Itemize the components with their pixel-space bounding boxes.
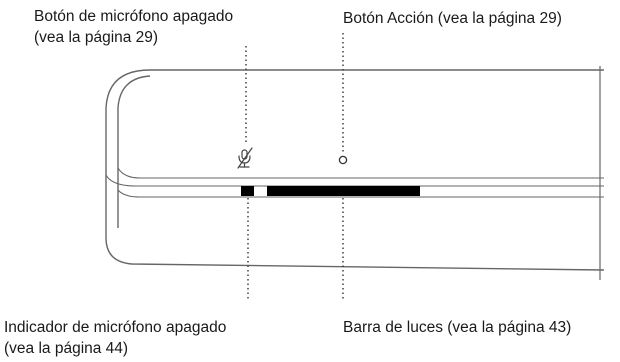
- label-light-bar-line1: Barra de luces (vea la página 43): [343, 319, 572, 336]
- label-mic-off-indicator-line1: Indicador de micrófono apagado: [4, 319, 227, 336]
- label-light-bar: Barra de luces (vea la página 43): [343, 317, 571, 338]
- label-mic-off-button-line1: Botón de micrófono apagado: [34, 8, 234, 25]
- label-mic-off-button: Botón de micrófono apagado (vea la págin…: [34, 6, 233, 48]
- action-button-icon: [338, 155, 348, 165]
- label-action-button: Botón Acción (vea la página 29): [343, 8, 562, 29]
- light-bar: [267, 186, 420, 196]
- mic-off-indicator-light: [241, 186, 254, 196]
- label-mic-off-indicator-line2: (vea la página 44): [4, 340, 129, 357]
- label-action-button-line1: Botón Acción (vea la página 29): [343, 10, 562, 27]
- label-mic-off-button-line2: (vea la página 29): [34, 29, 159, 46]
- soundbar-body: [105, 66, 605, 280]
- microphone-off-icon: [237, 147, 253, 169]
- label-mic-off-indicator: Indicador de micrófono apagado (vea la p…: [4, 317, 226, 359]
